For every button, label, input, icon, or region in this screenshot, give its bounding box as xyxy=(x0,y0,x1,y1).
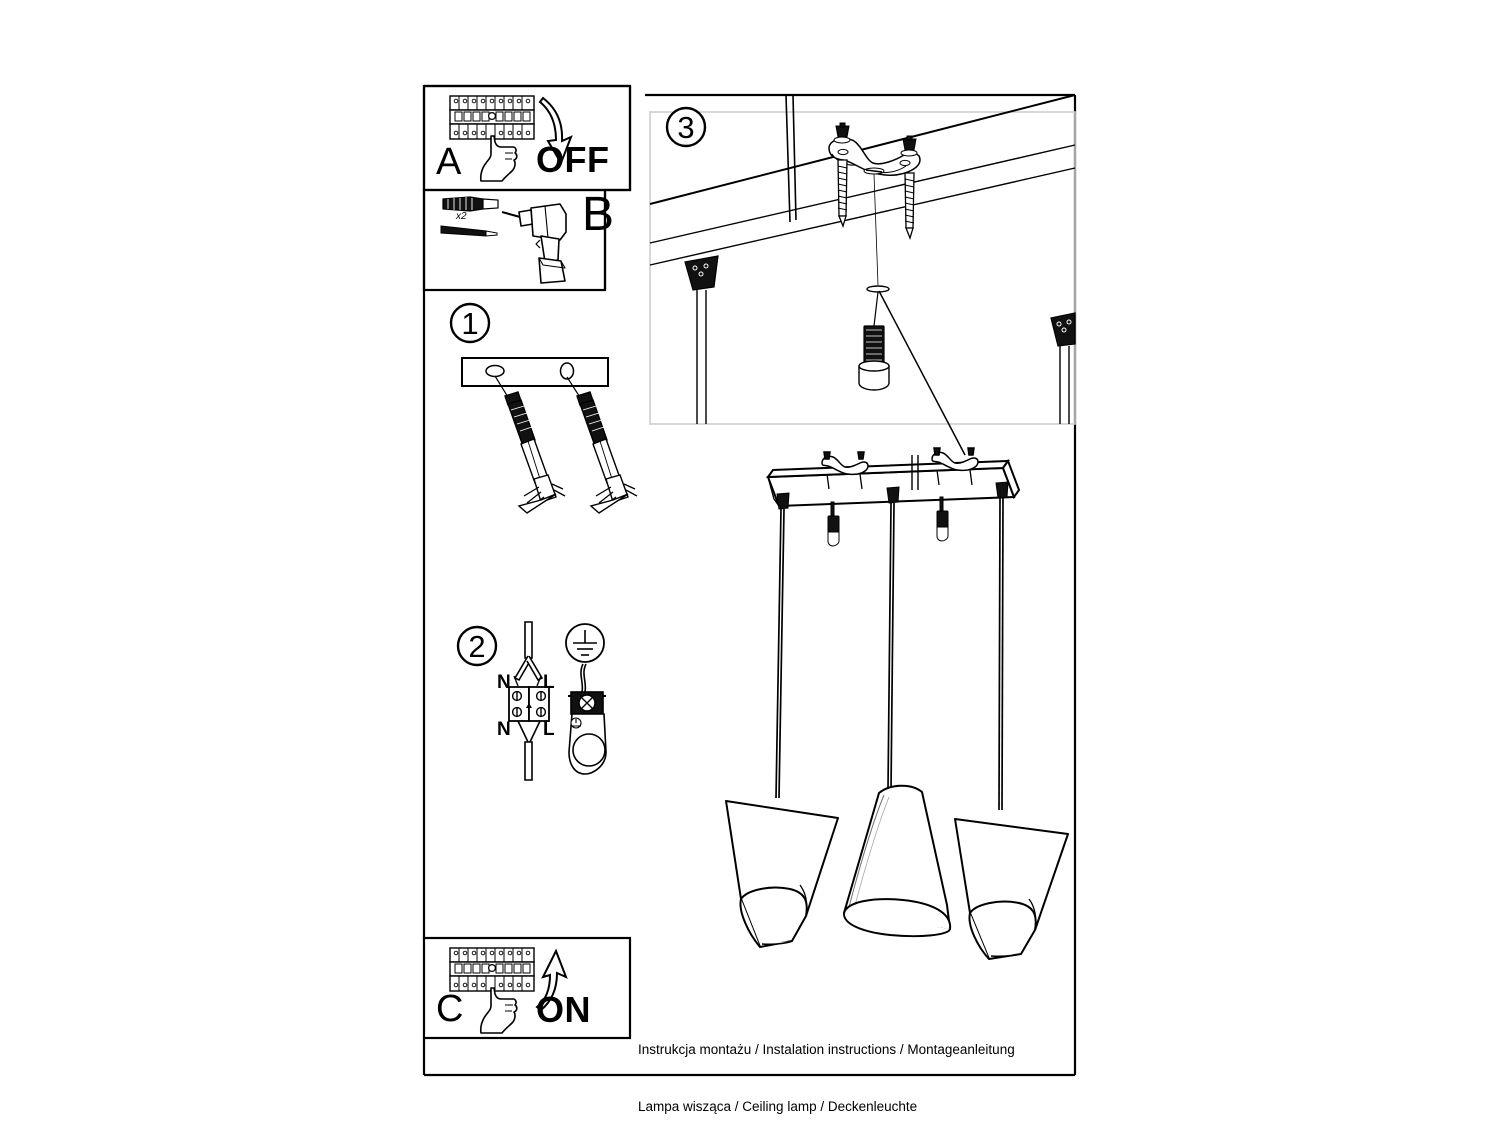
leader-line xyxy=(878,290,966,456)
circuit-breaker-on-icon xyxy=(449,947,535,992)
cable-adjuster-b xyxy=(936,496,949,542)
arrow-down-off-icon xyxy=(538,96,573,166)
hand-pointing-icon xyxy=(479,135,518,182)
bracket-drop-line xyxy=(873,173,879,286)
screw-plug-assembly-right xyxy=(566,376,638,514)
canopy-rod xyxy=(911,455,919,490)
suspension-cables xyxy=(775,497,1004,811)
caption-line-1: Instrukcja montażu / Instalation instruc… xyxy=(638,1042,1015,1057)
terminal-label-n-top: N xyxy=(497,672,511,693)
ceiling-cap-right xyxy=(1050,312,1076,347)
step-3-badge xyxy=(665,106,707,148)
terminal-label-l-bottom: L xyxy=(543,719,555,740)
bracket-screw-head-right xyxy=(900,135,918,157)
ceiling-surface xyxy=(649,94,1076,266)
bar-bracket-left xyxy=(821,451,869,490)
terminal-label-n-bottom: N xyxy=(497,719,511,740)
arrow-up-on-icon xyxy=(535,948,568,1012)
lamp-shade-middle xyxy=(843,784,952,938)
hand-pointing-icon xyxy=(479,987,518,1034)
panel-c-action-word: ON xyxy=(536,989,591,1030)
bar-bracket-right xyxy=(931,447,979,486)
ceiling-washer-icon xyxy=(866,285,890,293)
cable-cap-1 xyxy=(776,492,790,510)
mounting-bracket-icon xyxy=(828,137,921,176)
caption-block: Instrukcja montażu / Instalation instruc… xyxy=(638,1002,1015,1135)
screw-icon xyxy=(440,225,498,237)
lamp-shade-left xyxy=(725,800,839,948)
cable-cup-icon xyxy=(858,360,890,391)
wall-plug-icon xyxy=(442,196,499,212)
terminal-block-icon xyxy=(508,686,550,722)
wire-pair-upper xyxy=(513,621,544,687)
step-1-badge xyxy=(449,302,491,344)
cable-adjuster-a xyxy=(827,501,840,547)
panel-a-action-word: OFF xyxy=(536,139,610,180)
step-3-number: 3 xyxy=(677,110,694,145)
earth-clamp-icon xyxy=(568,691,607,775)
ceiling-rod xyxy=(785,94,797,223)
ceiling-cable-right xyxy=(1059,346,1070,424)
panel-c xyxy=(422,936,632,1040)
step-3: 3 xyxy=(649,94,1076,456)
earth-wire xyxy=(580,663,584,693)
drill-icon xyxy=(501,203,567,284)
wall-plug-quantity-label: x2 xyxy=(456,211,467,222)
step-2-badge xyxy=(456,625,498,667)
bracket-screw-head-left xyxy=(833,122,851,144)
caption-line-2: Lampa wisząca / Ceiling lamp / Deckenleu… xyxy=(638,1099,918,1114)
lamp-assembly xyxy=(725,447,1069,960)
circuit-breaker-off-icon xyxy=(449,95,535,140)
canopy-bar-icon xyxy=(461,357,609,387)
step-2: 2 xyxy=(456,621,607,781)
panel-c-letter: C xyxy=(436,988,464,1030)
step-1: 1 xyxy=(449,302,638,514)
panel-a xyxy=(422,84,632,192)
cable-cap-3 xyxy=(995,481,1009,499)
terminal-label-l-top: L xyxy=(543,672,555,693)
wire-pair-lower xyxy=(517,720,541,781)
earth-symbol-icon xyxy=(565,623,605,663)
cable-cap-2 xyxy=(886,486,900,504)
step-1-number: 1 xyxy=(461,306,478,341)
cable-grip-icon xyxy=(863,325,885,367)
panel-a-letter: A xyxy=(436,141,462,183)
long-screw-right xyxy=(904,172,915,240)
panel-b-letter: B xyxy=(582,188,615,241)
ceiling-cable-left xyxy=(696,290,707,424)
panel-b xyxy=(422,86,632,292)
ceiling-cap-left xyxy=(684,255,719,291)
long-screw-left xyxy=(837,159,848,228)
screw-plug-assembly-left xyxy=(494,375,566,514)
step-2-number: 2 xyxy=(468,629,485,664)
lamp-shade-right xyxy=(954,818,1069,960)
